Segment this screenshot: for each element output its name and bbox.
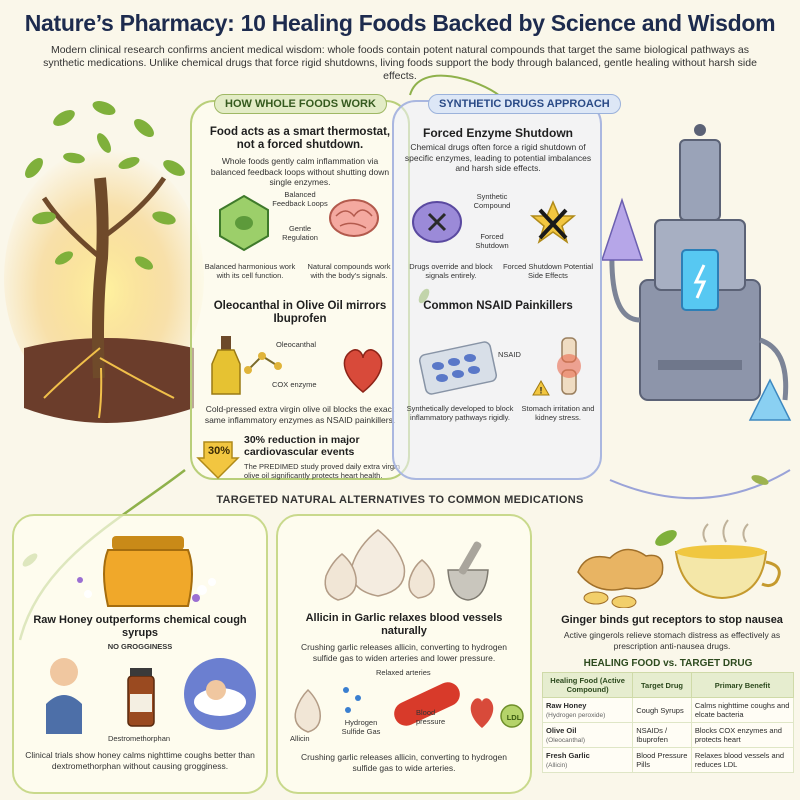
brain-icon [329,199,379,237]
override-caption: Drugs override and block signals entirel… [409,262,493,280]
garlic-heading: Allicin in Garlic relaxes blood vessels … [305,612,503,637]
olive-body: Cold-pressed extra virgin olive oil bloc… [204,404,396,425]
table-row: Raw Honey (Hydrogen peroxide) Cough Syrup… [541,697,795,723]
honey-jar-icon [77,536,216,607]
garlic-body-bottom: Crushing garlic releases allicin, conver… [301,752,507,773]
food-name: Fresh Garlic [546,751,590,760]
benefit-cell: Calms nighttime coughs and elcate bacter… [690,697,795,723]
food-cell: Raw Honey (Hydrogen peroxide) [541,697,634,723]
down-arrow-icon [196,441,240,480]
relaxed-label: Relaxed arteries [376,668,431,677]
intro-text: Modern clinical research confirms ancien… [43,44,757,82]
warning-icon: ! [532,380,550,396]
lab-machine-illustration [600,124,792,421]
ginger-tea-icon [577,519,781,608]
page-title: Nature’s Pharmacy: 10 Healing Foods Back… [24,10,776,36]
blocked-brain-icon [412,201,462,243]
food-compound: (Oleocanthal) [546,737,586,744]
stat-body: The PREDIMED study proved daily extra vi… [244,462,400,480]
comparison-table-wrap: Healing Food (Active Compound) Target Dr… [541,672,795,773]
thermostat-body: Whole foods gently calm inflammation via… [210,156,390,187]
cell-caption: Balanced harmonious work with its cell f… [204,262,296,280]
drug-cell: NSAIDs / Ibuprofen [632,722,692,748]
garlic-bulbs-icon [324,529,489,601]
compound-label: Synthetic Compound [473,192,511,210]
stat-heading: 30% reduction in major cardiovascular ev… [244,434,360,458]
food-name: Raw Honey [546,701,587,710]
comparison-title: HEALING FOOD vs. TARGET DRUG [583,658,753,669]
alternatives-band-title: TARGETED NATURAL ALTERNATIVES TO COMMON … [216,494,584,506]
heart-icon [343,349,383,393]
ginger-heading: Ginger binds gut receptors to stop nause… [561,614,783,626]
drug-cell: Blood Pressure Pills [632,747,692,773]
pills-caption: Synthetically developed to block inflamm… [406,404,514,422]
cox-label: COX enzyme [272,380,317,389]
food-cell: Fresh Garlic (Allicin) [541,747,634,773]
side-effects-caption: Forced Shutdown Potential Side Effects [502,262,594,280]
benefit-cell: Relaxes blood vessels and reduces LDL [690,747,795,773]
svg-text:!: ! [540,386,543,396]
stat-badge: 30% [207,445,231,457]
honey-body: Clinical trials show honey calms nightti… [25,750,255,771]
column-header: Target Drug [632,672,692,698]
stomach-caption: Stomach irritation and kidney stress. [521,404,595,422]
cough-scene-icon [46,658,256,734]
garlic-body-top: Crushing garlic releases allicin, conver… [301,642,507,663]
regulation-label: Gentle Regulation [282,224,318,242]
loops-label: Balanced Feedback Loops [272,190,328,208]
food-cell: Olive Oil (Oleocanthal) [541,722,634,748]
garlic-card [276,514,532,794]
ldl-label: LDL [506,713,522,722]
blood-label: Blood pressure [416,708,446,726]
olive-heading: Oleocanthal in Olive Oil mirrors Ibuprof… [213,300,387,325]
nsaid-heading: Common NSAID Painkillers [423,300,573,312]
pill-blister-icon [418,341,498,395]
brain-caption: Natural compounds work with the body’s s… [307,262,391,280]
blocked-enzyme-icon [529,200,577,244]
drug-cell: Cough Syrups [632,697,692,723]
gas-label: Hydrogen Sulfide Gas [341,718,381,736]
cell-icon [219,194,269,252]
thermostat-heading: Food acts as a smart thermostat, not a f… [209,126,391,151]
nsaid-label: NSAID [498,350,521,359]
synthetic-drugs-pill: SYNTHETIC DRUGS APPROACH [428,94,621,114]
olive-oil-bottle-icon [211,336,241,395]
whole-foods-pill: HOW WHOLE FOODS WORK [214,94,387,114]
table-row: Olive Oil (Oleocanthal) NSAIDs / Ibuprofe… [541,722,795,748]
garlic-pathway-icon [294,682,524,733]
forced-label: Forced Shutdown [475,232,509,250]
no-grogginess-label: NO GROGGINESS [107,642,173,651]
molecule-icon [244,352,282,374]
food-compound: (Hydrogen peroxide) [546,712,606,719]
tree-illustration [4,101,204,423]
column-header: Primary Benefit [690,672,795,698]
comparison-table: Healing Food (Active Compound) Target Dr… [541,672,795,773]
drug-label: Destromethorphan [107,734,171,743]
shutdown-body: Chemical drugs often force a rigid shutd… [404,142,592,173]
column-header: Healing Food (Active Compound) [541,672,634,698]
ginger-body: Active gingerols relieve stomach distres… [563,630,781,651]
benefit-cell: Blocks COX enzymes and protects heart [690,722,795,748]
food-name: Olive Oil [546,726,577,735]
allicin-label: Allicin [290,734,310,743]
oleocanthal-label: Oleocanthal [276,340,317,349]
shutdown-heading: Forced Enzyme Shutdown [422,126,573,140]
honey-heading: Raw Honey outperforms chemical cough syr… [33,614,247,639]
food-compound: (Allicin) [546,762,568,769]
joint-icon [557,337,581,395]
table-row: Fresh Garlic (Allicin) Blood Pressure Pil… [541,747,795,773]
